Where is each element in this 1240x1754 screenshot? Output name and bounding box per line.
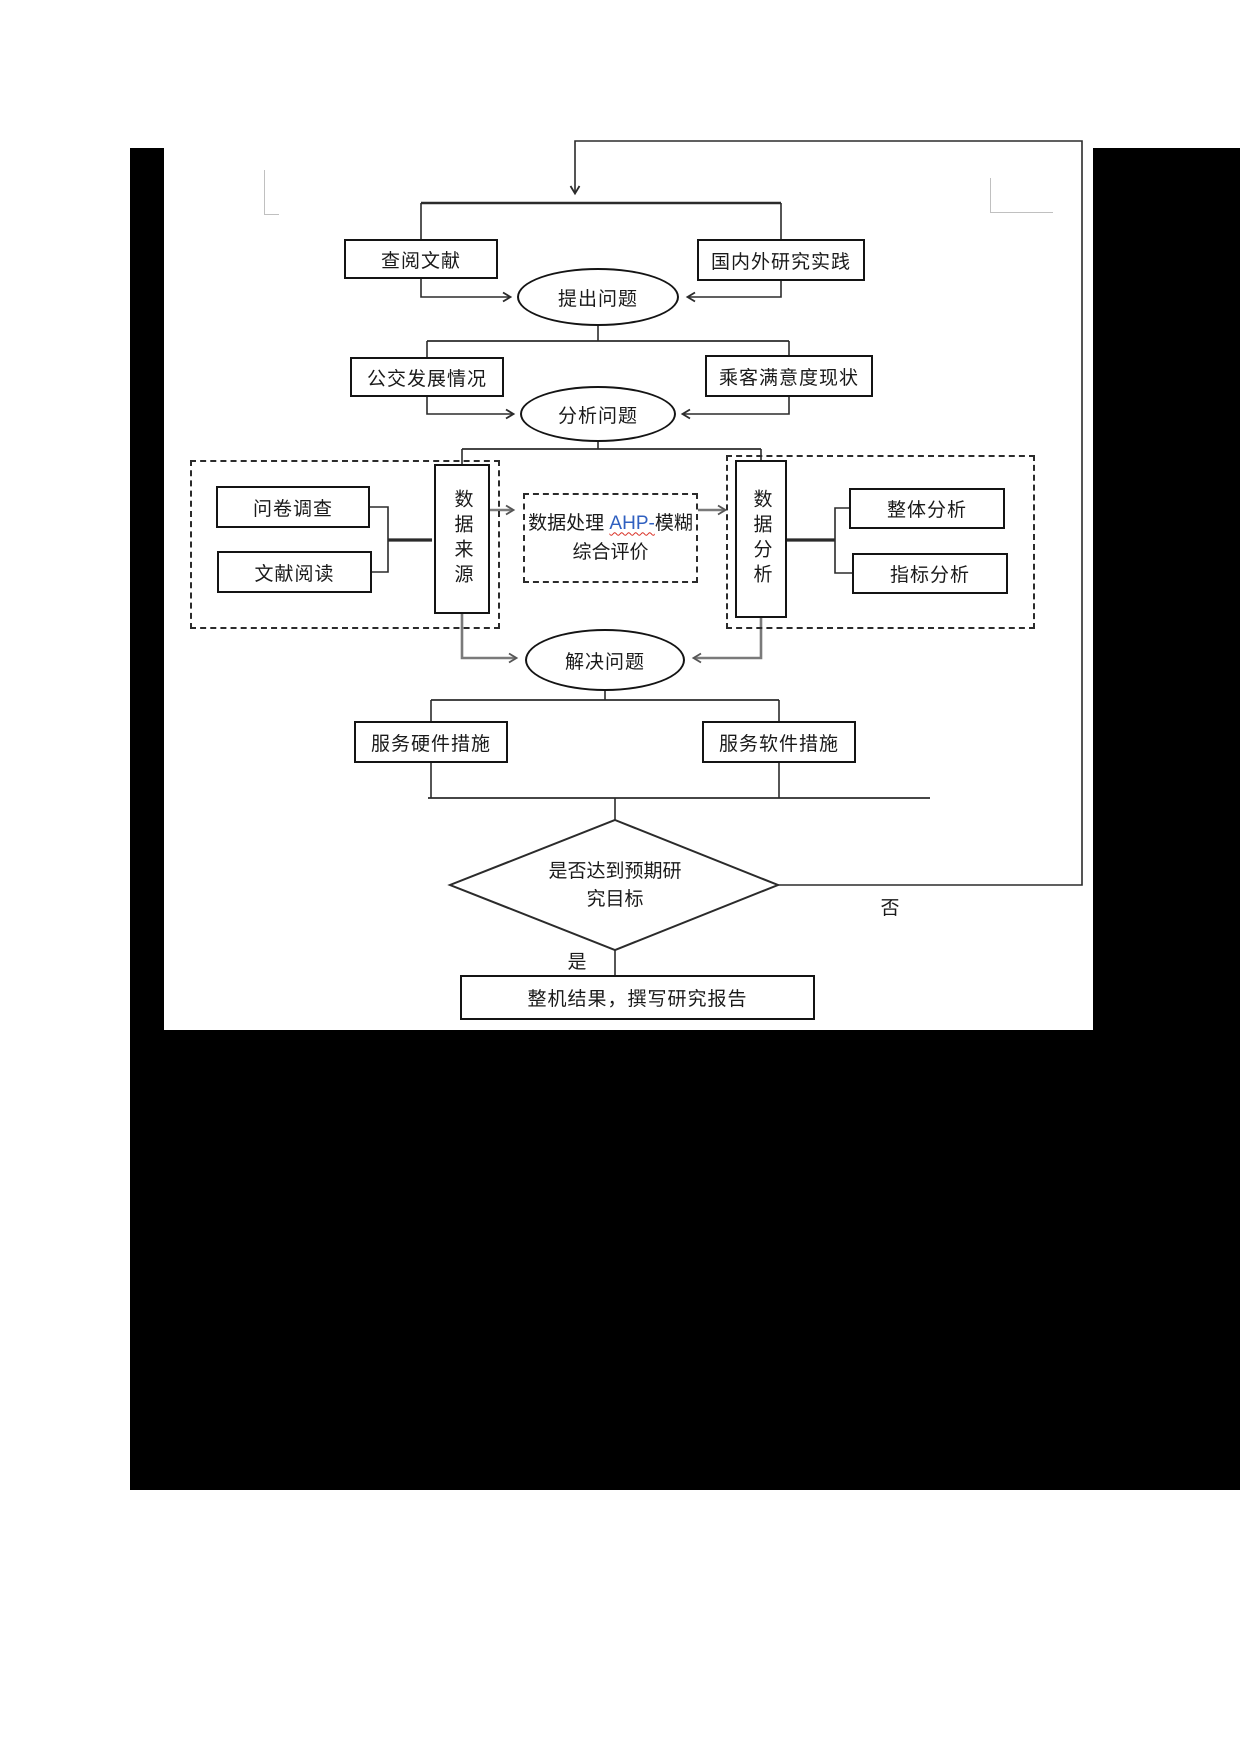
- node-service-hardware: 服务硬件措施: [354, 721, 508, 763]
- node-data-analysis-label: 数据分析: [750, 489, 772, 589]
- node-final-report: 整机结果，撰写研究报告: [460, 975, 815, 1020]
- dashed-box-data-processing: 数据处理 AHP-模糊 综合评价: [523, 493, 698, 583]
- node-overall-analysis-label: 整体分析: [886, 500, 967, 521]
- node-final-report-label: 整机结果，撰写研究报告: [527, 989, 748, 1010]
- data-processing-line1: 数据处理 AHP-模糊: [528, 509, 693, 538]
- node-data-source-label: 数据来源: [451, 489, 473, 589]
- label-yes: 是: [567, 951, 587, 973]
- node-domestic-foreign-practice: 国内外研究实践: [697, 239, 865, 281]
- node-overall-analysis: 整体分析: [849, 488, 1005, 529]
- node-data-source: 数据来源: [434, 464, 490, 614]
- decision-diamond-label: 是否达到预期研 究目标: [500, 855, 730, 917]
- dashed-group-data-source: [190, 460, 500, 629]
- data-processing-term: AHP-: [609, 512, 655, 534]
- node-passenger-satisfaction-label: 乘客满意度现状: [718, 367, 859, 389]
- node-questionnaire-survey: 问卷调查: [216, 486, 370, 528]
- node-questionnaire-survey-label: 问卷调查: [252, 498, 333, 520]
- data-processing-post: 模糊: [654, 512, 693, 534]
- ellipse-analyze-question-label: 分析问题: [557, 405, 638, 427]
- page-black-bottom-block: [130, 1030, 1240, 1490]
- node-service-software: 服务软件措施: [702, 721, 856, 763]
- node-literature-reading-label: 文献阅读: [254, 563, 335, 585]
- node-passenger-satisfaction: 乘客满意度现状: [705, 355, 873, 397]
- node-service-hardware-label: 服务硬件措施: [370, 733, 491, 755]
- data-processing-line2: 综合评价: [572, 542, 649, 563]
- node-review-literature: 查阅文献: [344, 239, 498, 279]
- ellipse-solve-question: 解决问题: [525, 629, 685, 691]
- node-literature-reading: 文献阅读: [217, 551, 372, 593]
- node-data-analysis: 数据分析: [735, 460, 787, 618]
- decision-line2: 究目标: [586, 889, 644, 910]
- corner-mark-top-right: [990, 178, 1053, 213]
- label-no: 否: [880, 897, 900, 919]
- corner-mark-top-left: [264, 170, 279, 215]
- node-review-literature-label: 查阅文献: [380, 250, 461, 272]
- ellipse-raise-question: 提出问题: [517, 268, 679, 326]
- node-service-software-label: 服务软件措施: [718, 733, 839, 755]
- node-indicator-analysis-label: 指标分析: [889, 565, 970, 586]
- edge-bus-to-analyze: [426, 397, 516, 420]
- data-processing-pre: 数据处理: [528, 512, 610, 534]
- ellipse-analyze-question: 分析问题: [520, 386, 676, 442]
- ellipse-raise-question-label: 提出问题: [557, 288, 638, 310]
- edge-practice-to-raise: [685, 281, 782, 303]
- node-indicator-analysis: 指标分析: [852, 553, 1008, 594]
- node-domestic-foreign-practice-label: 国内外研究实践: [710, 251, 851, 273]
- ellipse-solve-question-label: 解决问题: [564, 651, 645, 673]
- node-bus-development-label: 公交发展情况: [366, 368, 487, 390]
- node-bus-development: 公交发展情况: [350, 357, 504, 397]
- edge-satisfaction-to-analyze: [680, 397, 790, 420]
- decision-line1: 是否达到预期研: [548, 860, 682, 882]
- edge-review-to-raise: [420, 279, 513, 303]
